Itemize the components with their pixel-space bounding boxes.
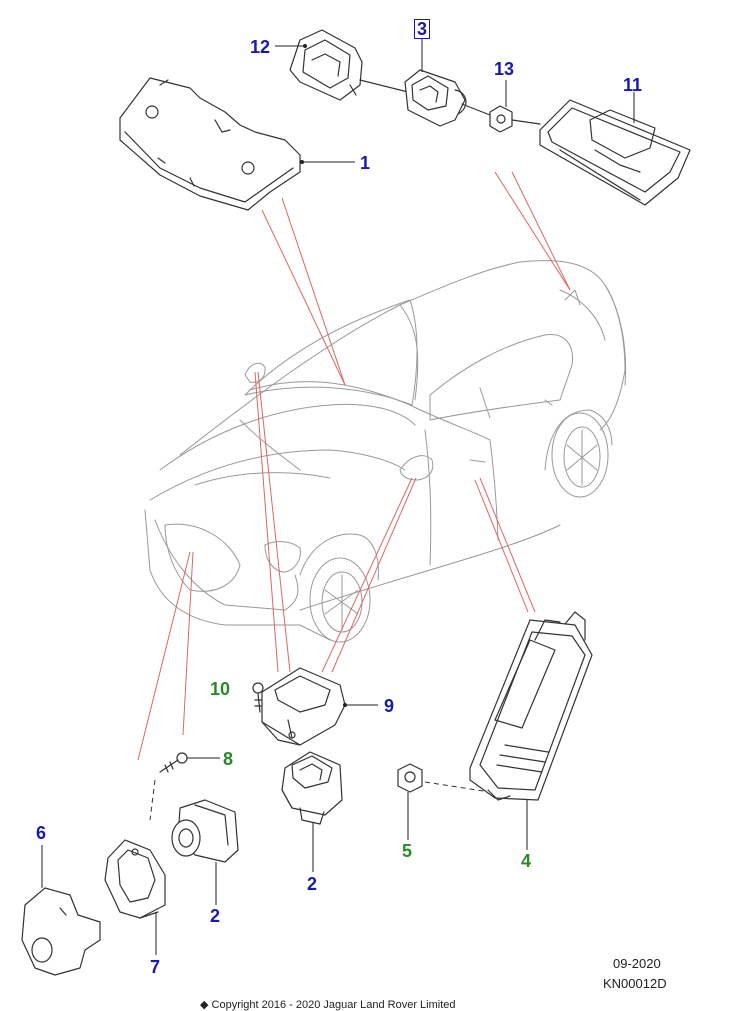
copyright-notice: ◆ Copyright 2016 - 2020 Jaguar Land Rove… [200, 999, 456, 1011]
callout-8[interactable]: 8 [223, 749, 234, 769]
callout-5[interactable]: 5 [402, 841, 413, 861]
vehicle-outline [144, 260, 627, 643]
callout-6[interactable]: 6 [36, 823, 47, 843]
part-6-bracket [21, 887, 101, 976]
callout-11[interactable]: 11 [623, 75, 643, 95]
part-8-bolt [159, 752, 188, 773]
callout-1[interactable]: 1 [360, 153, 371, 173]
part-4-module [469, 611, 593, 801]
part-13-nut [489, 105, 513, 133]
callout-2-center[interactable]: 2 [307, 874, 318, 894]
callout-3[interactable]: 3 [414, 19, 431, 39]
part-1-bracket [119, 77, 301, 211]
part-2-camera-left [171, 799, 239, 863]
pointer-lines [137, 171, 571, 761]
illustration-code: KN00012D [603, 976, 667, 991]
callout-13[interactable]: 13 [494, 59, 515, 79]
callout-10[interactable]: 10 [210, 679, 231, 699]
part-3-camera [404, 69, 467, 127]
part-11-cover [539, 99, 691, 206]
part-9-bracket [261, 667, 346, 746]
callout-4[interactable]: 4 [521, 851, 532, 871]
part-10-screw [252, 682, 264, 713]
callout-2-left[interactable]: 2 [210, 906, 221, 926]
callout-7[interactable]: 7 [150, 957, 161, 977]
callout-12[interactable]: 12 [250, 37, 271, 57]
part-5-nut [397, 763, 423, 793]
callout-9[interactable]: 9 [384, 696, 395, 716]
part-7-bracket [104, 839, 166, 919]
part-2-camera-center [281, 751, 343, 825]
part-12-holder [289, 29, 363, 101]
date-code: 09-2020 [613, 956, 661, 971]
